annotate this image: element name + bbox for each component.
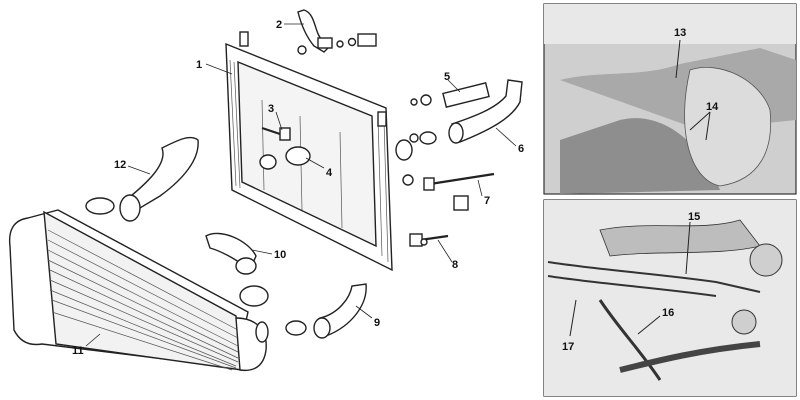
callout-14: 14	[706, 101, 719, 113]
intercooler	[8, 209, 269, 372]
callout-numbers: 1 2 3 4 5 6 7 8 9 10 11 12 13 14 15 16 1…	[72, 19, 719, 357]
callout-15: 15	[688, 211, 700, 223]
callout-9: 9	[374, 317, 380, 329]
charge-air-hose-middle	[205, 232, 269, 307]
callout-3: 3	[268, 103, 274, 115]
coolant-hose-lower	[409, 79, 523, 145]
callout-12: 12	[114, 159, 126, 171]
callout-1: 1	[196, 59, 202, 71]
callout-16: 16	[662, 307, 674, 319]
bracket-rod	[402, 172, 495, 247]
callout-13: 13	[674, 27, 686, 39]
photo-engine-bay-bottom	[543, 199, 797, 397]
mounting-bolt	[261, 127, 291, 141]
callout-6: 6	[518, 143, 524, 155]
callout-11: 11	[72, 345, 84, 357]
photo-engine-bay-top	[543, 3, 797, 195]
callout-8: 8	[452, 259, 458, 271]
charge-air-hose-upper	[85, 136, 199, 222]
callout-10: 10	[274, 249, 286, 261]
leader-lines	[85, 23, 517, 347]
charge-air-hose-lower	[285, 283, 367, 339]
callout-5: 5	[444, 71, 450, 83]
coolant-hose-upper	[410, 82, 490, 108]
intercooler-core-fins	[47, 229, 239, 371]
callout-17: 17	[562, 341, 574, 353]
callout-2: 2	[276, 19, 282, 31]
callout-7: 7	[484, 195, 490, 207]
bleed-hose	[297, 9, 377, 55]
callout-4: 4	[326, 167, 333, 179]
radiator	[225, 31, 413, 272]
